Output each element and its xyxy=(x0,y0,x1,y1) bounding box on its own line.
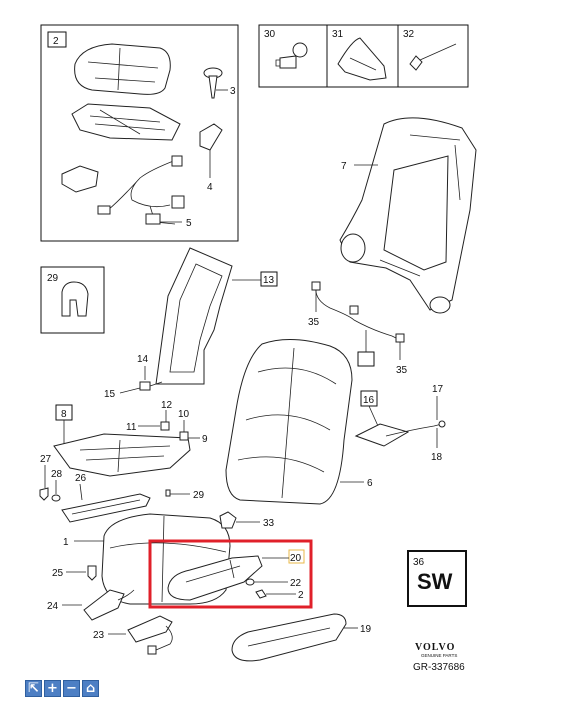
bolt-30 xyxy=(279,55,297,69)
brand-tagline: GENUINE PARTS xyxy=(421,653,457,658)
seat-heating-mat-8 xyxy=(53,433,191,477)
callout-26: 26 xyxy=(75,473,87,484)
sensor-mat-16 xyxy=(354,423,410,447)
wiring-harness-5 xyxy=(107,159,177,225)
highlight-box xyxy=(148,539,313,609)
switch-24 xyxy=(83,589,125,621)
callout-13: 13 xyxy=(263,275,275,286)
zoom-in-icon[interactable]: + xyxy=(44,680,61,697)
backrest-cushion-6 xyxy=(225,338,353,505)
bracket-31 xyxy=(337,37,387,81)
wire-harness-34 xyxy=(315,285,401,341)
callout-17: 17 xyxy=(432,384,444,395)
callout-33: 33 xyxy=(263,518,275,529)
lower-trim-19 xyxy=(231,613,347,662)
callout-5: 5 xyxy=(186,218,192,229)
callout-1: 1 xyxy=(63,537,69,548)
callout-16: 16 xyxy=(363,395,375,406)
callout-32: 32 xyxy=(403,29,415,40)
viewer-toolbar: ⇱ + − ⌂ xyxy=(25,680,99,697)
diagram-reference: GR-337686 xyxy=(413,662,465,673)
zoom-out-icon[interactable]: − xyxy=(63,680,80,697)
screw-25 xyxy=(87,565,97,581)
callout-35-a: 35 xyxy=(308,317,320,328)
sw-box xyxy=(407,550,467,607)
callout-36: 36 xyxy=(413,557,425,568)
callout-box-2 xyxy=(47,31,67,48)
callout-9: 9 xyxy=(202,434,208,445)
clip-4 xyxy=(199,123,223,151)
callout-8: 8 xyxy=(61,409,67,420)
callout-29: 29 xyxy=(193,490,205,501)
cursor-icon[interactable]: ⇱ xyxy=(25,680,42,697)
screw-2 xyxy=(255,589,267,599)
callout-27: 27 xyxy=(40,454,52,465)
rivet-32 xyxy=(409,55,423,71)
callout-31: 31 xyxy=(332,29,344,40)
callout-4: 4 xyxy=(207,182,213,193)
washer-22 xyxy=(245,578,255,586)
callout-23: 23 xyxy=(93,630,105,641)
callout-box-34 xyxy=(357,351,375,367)
callout-28: 28 xyxy=(51,469,63,480)
callout-30: 30 xyxy=(264,29,276,40)
callout-22: 22 xyxy=(290,578,302,589)
callout-25: 25 xyxy=(52,568,64,579)
parts-box-30-32 xyxy=(258,24,469,88)
callout-29-box: 29 xyxy=(47,273,59,284)
sw-code: SW xyxy=(417,569,453,594)
callout-15: 15 xyxy=(104,389,116,400)
callout-2-lower: 2 xyxy=(298,590,304,601)
group-box-2 xyxy=(40,24,239,242)
brand-name: VOLVO xyxy=(415,642,455,653)
part-box-29 xyxy=(40,266,105,334)
callout-10: 10 xyxy=(178,409,190,420)
callout-24: 24 xyxy=(47,601,59,612)
clip-29 xyxy=(61,281,89,317)
callout-11: 11 xyxy=(126,422,137,433)
callout-18: 18 xyxy=(431,452,443,463)
screw-27 xyxy=(39,487,49,501)
heating-mat xyxy=(71,103,181,141)
callout-20: 20 xyxy=(290,553,302,564)
callout-box-13 xyxy=(260,271,278,287)
backrest-heating-mat-13 xyxy=(155,247,233,385)
side-cover-20[interactable] xyxy=(167,555,263,601)
callout-35-b: 35 xyxy=(396,365,408,376)
callout-box-20 xyxy=(288,549,305,564)
home-icon[interactable]: ⌂ xyxy=(82,680,99,697)
connector-block xyxy=(61,165,99,193)
callout-7: 7 xyxy=(341,161,347,172)
seat-cushion-pad xyxy=(74,43,171,95)
callout-6: 6 xyxy=(367,478,373,489)
switch-23 xyxy=(127,615,173,643)
callout-14: 14 xyxy=(137,354,149,365)
side-trim-26 xyxy=(61,493,151,523)
callout-3: 3 xyxy=(230,86,236,97)
callout-12: 12 xyxy=(161,400,173,411)
callout-19: 19 xyxy=(360,624,372,635)
callout-2: 2 xyxy=(53,36,59,47)
washer-28 xyxy=(51,494,61,502)
clip-33 xyxy=(219,511,237,529)
